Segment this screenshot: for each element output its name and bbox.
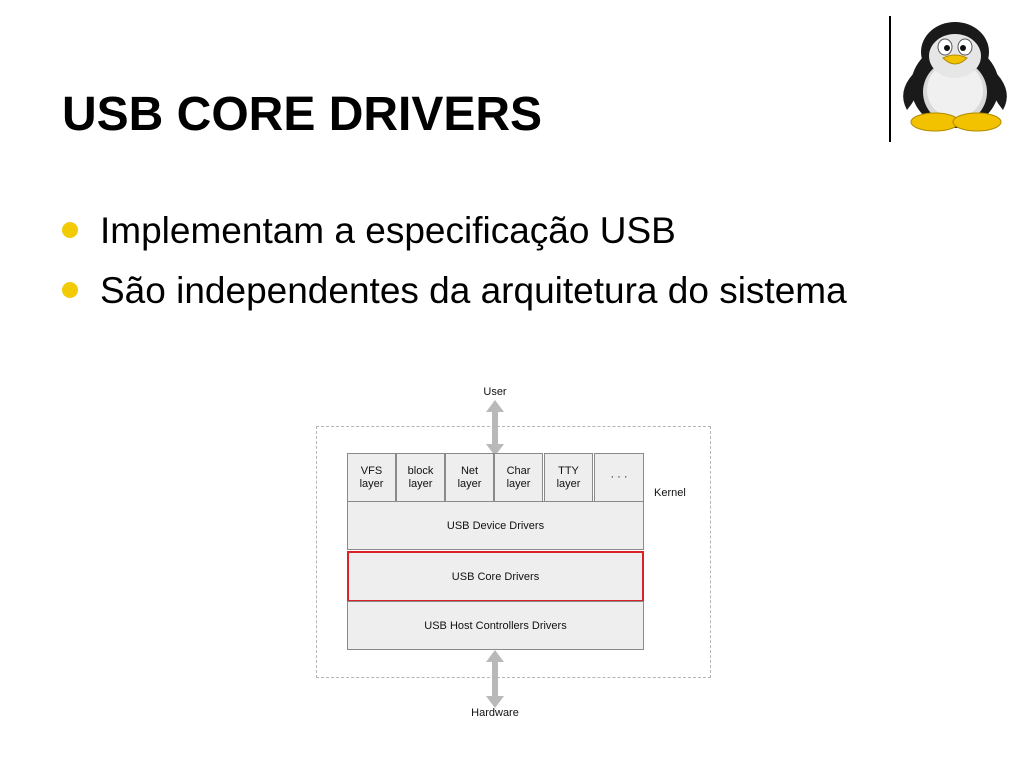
band-label: USB Device Drivers — [446, 519, 545, 532]
kernel-boundary — [316, 426, 711, 678]
kernel-hardware-arrow — [486, 650, 504, 708]
usb-stack-diagram: User Hardware Kernel VFS layer block lay… — [300, 380, 720, 725]
band-label: USB Core Drivers — [451, 570, 540, 583]
bullet-item: São independentes da arquitetura do sist… — [62, 260, 847, 320]
user-kernel-arrow — [486, 400, 504, 456]
logo-divider — [889, 16, 891, 142]
layer-char: Char layer — [494, 453, 543, 502]
kernel-label: Kernel — [654, 487, 686, 499]
bullet-list: Implementam a especificação USB São inde… — [62, 200, 847, 320]
band-label: USB Host Controllers Drivers — [424, 619, 567, 632]
layer-vfs: VFS layer — [347, 453, 396, 502]
band-usb-core-drivers: USB Core Drivers — [347, 551, 644, 602]
bullet-item: Implementam a especificação USB — [62, 200, 847, 260]
layer-net: Net layer — [445, 453, 494, 502]
layer-more: · · · — [594, 453, 644, 502]
layer-block: block layer — [396, 453, 445, 502]
band-usb-host-controllers-drivers: USB Host Controllers Drivers — [347, 601, 644, 650]
layer-label: Char layer — [506, 464, 531, 490]
hardware-label: Hardware — [471, 707, 519, 719]
bullet-dot-icon — [62, 222, 78, 238]
layer-label: · · · — [610, 471, 628, 484]
layer-tty: TTY layer — [544, 453, 593, 502]
layer-label: Net layer — [457, 464, 482, 490]
tux-penguin-icon — [893, 14, 1017, 138]
bullet-text: Implementam a especificação USB — [100, 209, 676, 251]
bullet-dot-icon — [62, 282, 78, 298]
bullet-text: São independentes da arquitetura do sist… — [100, 269, 847, 311]
layer-label: block layer — [407, 464, 434, 490]
slide-title: USB CORE DRIVERS — [62, 88, 543, 141]
layer-label: VFS layer — [359, 464, 384, 490]
band-usb-device-drivers: USB Device Drivers — [347, 501, 644, 550]
layer-label: TTY layer — [556, 464, 581, 490]
user-label: User — [483, 386, 507, 398]
diagram-arrows — [486, 400, 504, 708]
